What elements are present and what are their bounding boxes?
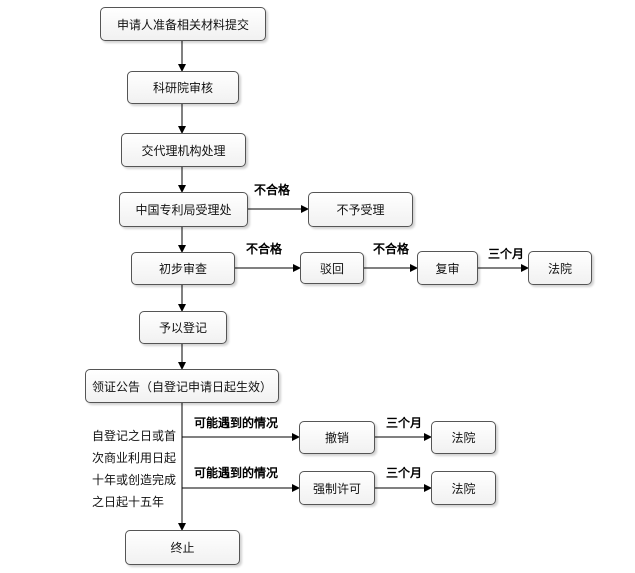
- node-court-2: 法院: [431, 421, 496, 454]
- node-preliminary-exam: 初步审查: [131, 252, 235, 285]
- node-academy-review: 科研院审核: [127, 71, 239, 104]
- duration-note-line: 次商业利用日起: [92, 451, 177, 465]
- node-revoke: 撤销: [299, 421, 375, 454]
- node-terminate: 终止: [125, 530, 240, 565]
- label-unqualified-prelim: 不合格: [246, 242, 283, 256]
- node-agency-processing: 交代理机构处理: [121, 133, 246, 167]
- label-unqualified-rejected: 不合格: [373, 242, 410, 256]
- node-compulsory-license: 强制许可: [299, 471, 375, 505]
- node-not-accepted: 不予受理: [308, 192, 413, 227]
- node-certificate-announcement: 领证公告（自登记申请日起生效）: [85, 369, 279, 403]
- duration-note: 自登记之日或首 次商业利用日起 十年或创造完成 之日起十五年: [92, 425, 176, 513]
- node-rejected: 驳回: [300, 252, 364, 284]
- node-register: 予以登记: [139, 311, 227, 344]
- label-three-months-revoke: 三个月: [386, 416, 423, 430]
- duration-note-line: 自登记之日或首: [92, 429, 177, 443]
- duration-note-line: 十年或创造完成: [92, 473, 177, 487]
- node-court-3: 法院: [431, 471, 496, 505]
- node-reexamination: 复审: [417, 251, 478, 285]
- node-prepare-materials: 申请人准备相关材料提交: [100, 7, 266, 41]
- duration-note-line: 之日起十五年: [92, 495, 165, 509]
- label-three-months-compulsory: 三个月: [386, 466, 423, 480]
- label-unqualified-accept: 不合格: [254, 183, 291, 197]
- label-possible-situation-2: 可能遇到的情况: [194, 466, 279, 480]
- node-cnipa-acceptance: 中国专利局受理处: [119, 192, 248, 227]
- label-possible-situation-1: 可能遇到的情况: [194, 416, 279, 430]
- node-court-1: 法院: [528, 251, 592, 285]
- label-three-months-reexam: 三个月: [488, 247, 525, 261]
